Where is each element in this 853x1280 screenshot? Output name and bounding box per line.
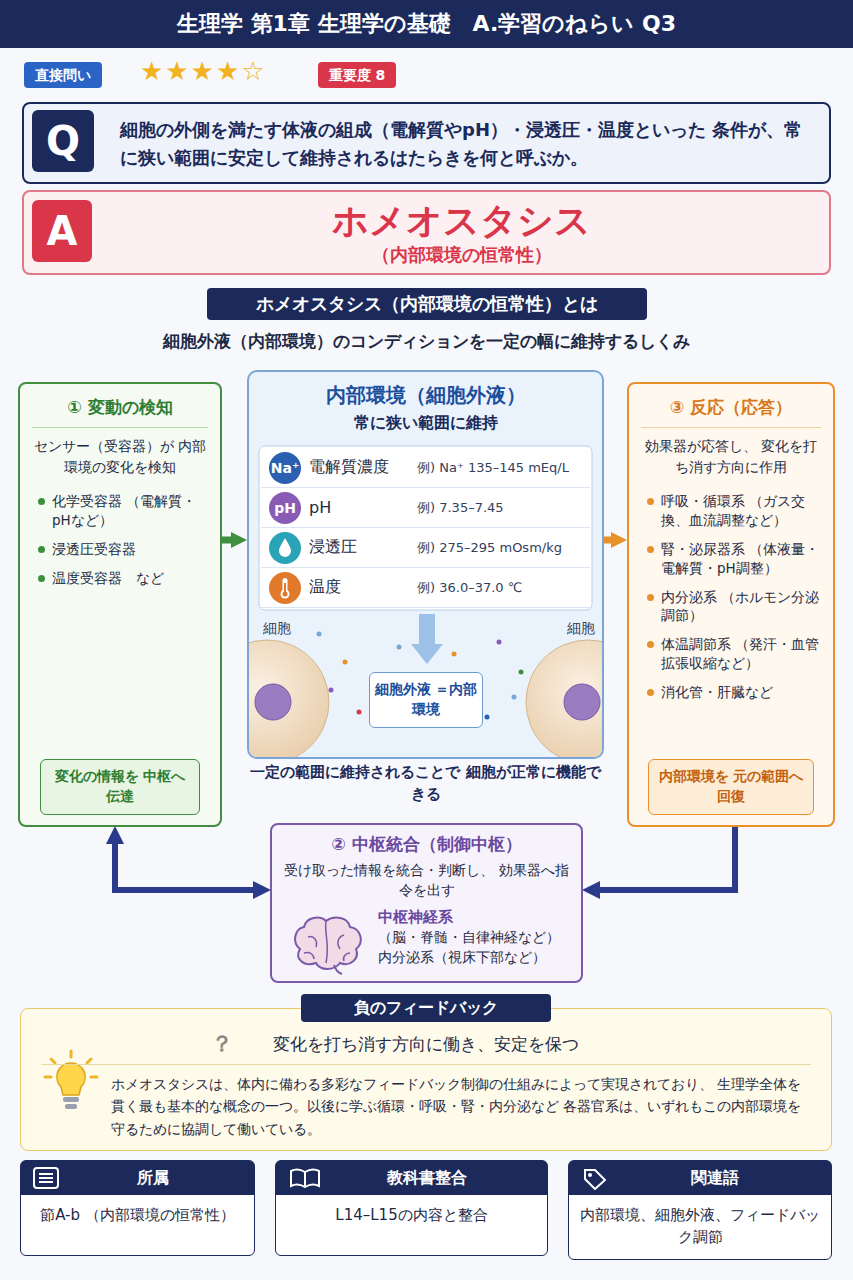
section-banner: ホメオスタシス（内部環境の恒常性）とは [207, 288, 647, 320]
flow-arrow [604, 537, 619, 544]
box-heading: 重要度 8 [318, 62, 396, 88]
box-heading: pH [309, 498, 417, 517]
box-text: （内部環境の恒常性） [114, 243, 809, 267]
detection-box: ① 変動の検知センサー（受容器）が 内部環境の変化を検知化学受容器 （電解質・p… [18, 382, 222, 827]
summary-box: 変化の情報を 中枢へ伝達 [40, 759, 200, 815]
box-text: 例) 7.35–7.45 [417, 499, 504, 517]
control-center-box: ② 中枢統合（制御中枢） 受け取った情報を統合・判断し、 効果器へ指令を出す中枢神… [270, 823, 583, 983]
box-text: 内部環境、細胞外液、フィードバック調節 [569, 1195, 831, 1259]
box-heading: 所属 [21, 1161, 254, 1195]
info-card: 関連語内部環境、細胞外液、フィードバック調節 [568, 1160, 832, 1260]
box-text: ホメオスタシスは、体内に備わる多彩なフィードバック制御の仕組みによって実現されて… [111, 1073, 811, 1140]
box-text: 浸透圧受容器 [38, 540, 208, 559]
box-heading: ③ 反応（応答） [641, 394, 821, 428]
question-icon: ？ [211, 1029, 241, 1059]
box-heading: Na⁺ [271, 460, 300, 476]
lightbulb-icon [43, 1049, 99, 1115]
response-box: ③ 反応（応答） 効果器が応答し、 変化を打ち消す方向に作用呼吸・循環系 （ガス交… [627, 382, 835, 827]
box-text: 内分泌系（視床下部など） [378, 948, 571, 968]
parameter-row: 温度例) 36.0–37.0 ℃ [261, 568, 590, 608]
box-text: 例) 275–295 mOsm/kg [417, 539, 562, 557]
box-text: センサー（受容器）が 内部環境の変化を検知 [32, 436, 208, 478]
box-text: 効果器が応答し、 変化を打ち消す方向に作用 [641, 436, 821, 478]
box-text: 例) Na⁺ 135–145 mEq/L [417, 459, 569, 477]
q-mark: Q [32, 110, 94, 172]
importance-badge: 重要度 8 [318, 62, 396, 88]
box-text: 化学受容器 （電解質・pHなど） [38, 492, 208, 530]
brain-icon [290, 913, 366, 975]
box-heading: 負のフィードバック [301, 994, 551, 1022]
flow-arrow [222, 537, 239, 544]
box-heading: A [47, 208, 78, 254]
ecf-box: 細胞外液 ＝内部環境 [369, 672, 483, 728]
cell-label: 細胞 [257, 620, 297, 638]
cell-label: 細胞 [561, 620, 601, 638]
header-bar: 生理学 第1章 生理学の基礎 A.学習のねらい Q3 [0, 0, 853, 48]
box-heading: 教科書整合 [276, 1161, 547, 1195]
box-heading: 浸透圧 [309, 537, 417, 558]
parameter-icon: Na⁺ [269, 452, 301, 484]
parameter-row: 電解質濃度例) Na⁺ 135–145 mEq/L Na⁺ [261, 448, 590, 488]
box-heading: pH [274, 500, 296, 516]
box-heading: 内部環境を 元の範囲へ回復 [657, 766, 805, 807]
category-badge: 直接問い [24, 62, 102, 88]
box-text: 節A-b （内部環境の恒常性） [21, 1195, 254, 1237]
caption: 一定の範囲に維持されることで 細胞が正常に機能できる [247, 762, 604, 806]
box-heading: 細胞の外側を満たす体液の組成（電解質やpH）・浸透圧・温度といった 条件が、常に… [120, 116, 811, 172]
answer-box: ホメオスタシス（内部環境の恒常性） A [22, 190, 831, 275]
question-box: 細胞の外側を満たす体液の組成（電解質やpH）・浸透圧・温度といった 条件が、常に… [22, 102, 831, 184]
summary-box: 内部環境を 元の範囲へ回復 [648, 759, 814, 815]
box-heading: 細胞外液 ＝内部環境 [374, 680, 478, 719]
box-heading: ホメオスタシス [114, 198, 809, 243]
box-text: 受け取った情報を統合・判断し、 効果器へ指令を出す [282, 860, 571, 901]
box-heading: ① 変動の検知 [32, 394, 208, 428]
box-text: （脳・脊髄・自律神経など） [378, 928, 571, 948]
parameter-row: pH例) 7.35–7.45pH [261, 488, 590, 528]
osmotic-icon [269, 532, 301, 564]
subtitle: 細胞外液（内部環境）のコンディションを一定の幅に維持するしくみ [0, 330, 853, 353]
box-heading: 電解質濃度 [309, 457, 417, 478]
rating-stars: ★★★★☆ [140, 56, 320, 86]
box-heading: Q [46, 118, 80, 164]
feedback-box: 負のフィードバック変化を打ち消す方向に働き、安定を保つホメオスタシスは、体内に備… [20, 1008, 832, 1151]
box-text: L14–L15の内容と整合 [276, 1195, 547, 1237]
info-card: 所属節A-b （内部環境の恒常性） [20, 1160, 255, 1256]
temperature-icon [269, 572, 301, 604]
parameter-row: 浸透圧例) 275–295 mOsm/kg [261, 528, 590, 568]
box-text: 消化管・肝臓など [647, 683, 821, 702]
box-heading: 変化の情報を 中枢へ伝達 [49, 766, 191, 807]
box-heading: 内部環境（細胞外液） [259, 382, 592, 409]
box-text: 温度受容器 など [38, 569, 208, 588]
box-heading: 直接問い [24, 62, 102, 88]
internal-environment-box: 内部環境（細胞外液） 常に狭い範囲に維持電解質濃度例) Na⁺ 135–145 m… [247, 370, 604, 759]
box-text: 常に狭い範囲に維持 [259, 413, 592, 434]
box-text: 変化を打ち消す方向に働き、安定を保つ [41, 1033, 811, 1065]
tag-icon [583, 1168, 607, 1190]
box-heading: ② 中枢統合（制御中枢） [282, 833, 571, 856]
flow-arrow [591, 827, 735, 890]
box-heading: 関連語 [569, 1161, 831, 1195]
info-card: 教科書整合L14–L15の内容と整合 [275, 1160, 548, 1256]
list-icon [33, 1167, 59, 1189]
box-text: 中枢神経系 [378, 907, 571, 929]
box-heading: ホメオスタシス（内部環境の恒常性）とは [256, 292, 598, 316]
box-text: 腎・泌尿器系 （体液量・電解質・pH調整） [647, 540, 821, 578]
book-icon [290, 1168, 320, 1188]
box-heading: 温度 [309, 577, 417, 598]
box-text: 体温調節系 （発汗・血管拡張収縮など） [647, 635, 821, 673]
flow-arrow [115, 835, 262, 890]
box-text: 例) 36.0–37.0 ℃ [417, 579, 522, 597]
a-mark: A [32, 200, 92, 262]
box-text: 内分泌系 （ホルモン分泌調節） [647, 588, 821, 626]
page-title: 生理学 第1章 生理学の基礎 A.学習のねらい Q3 [0, 0, 853, 48]
parameter-icon: pH [269, 492, 301, 524]
box-text: 呼吸・循環系 （ガス交換、血流調整など） [647, 492, 821, 530]
